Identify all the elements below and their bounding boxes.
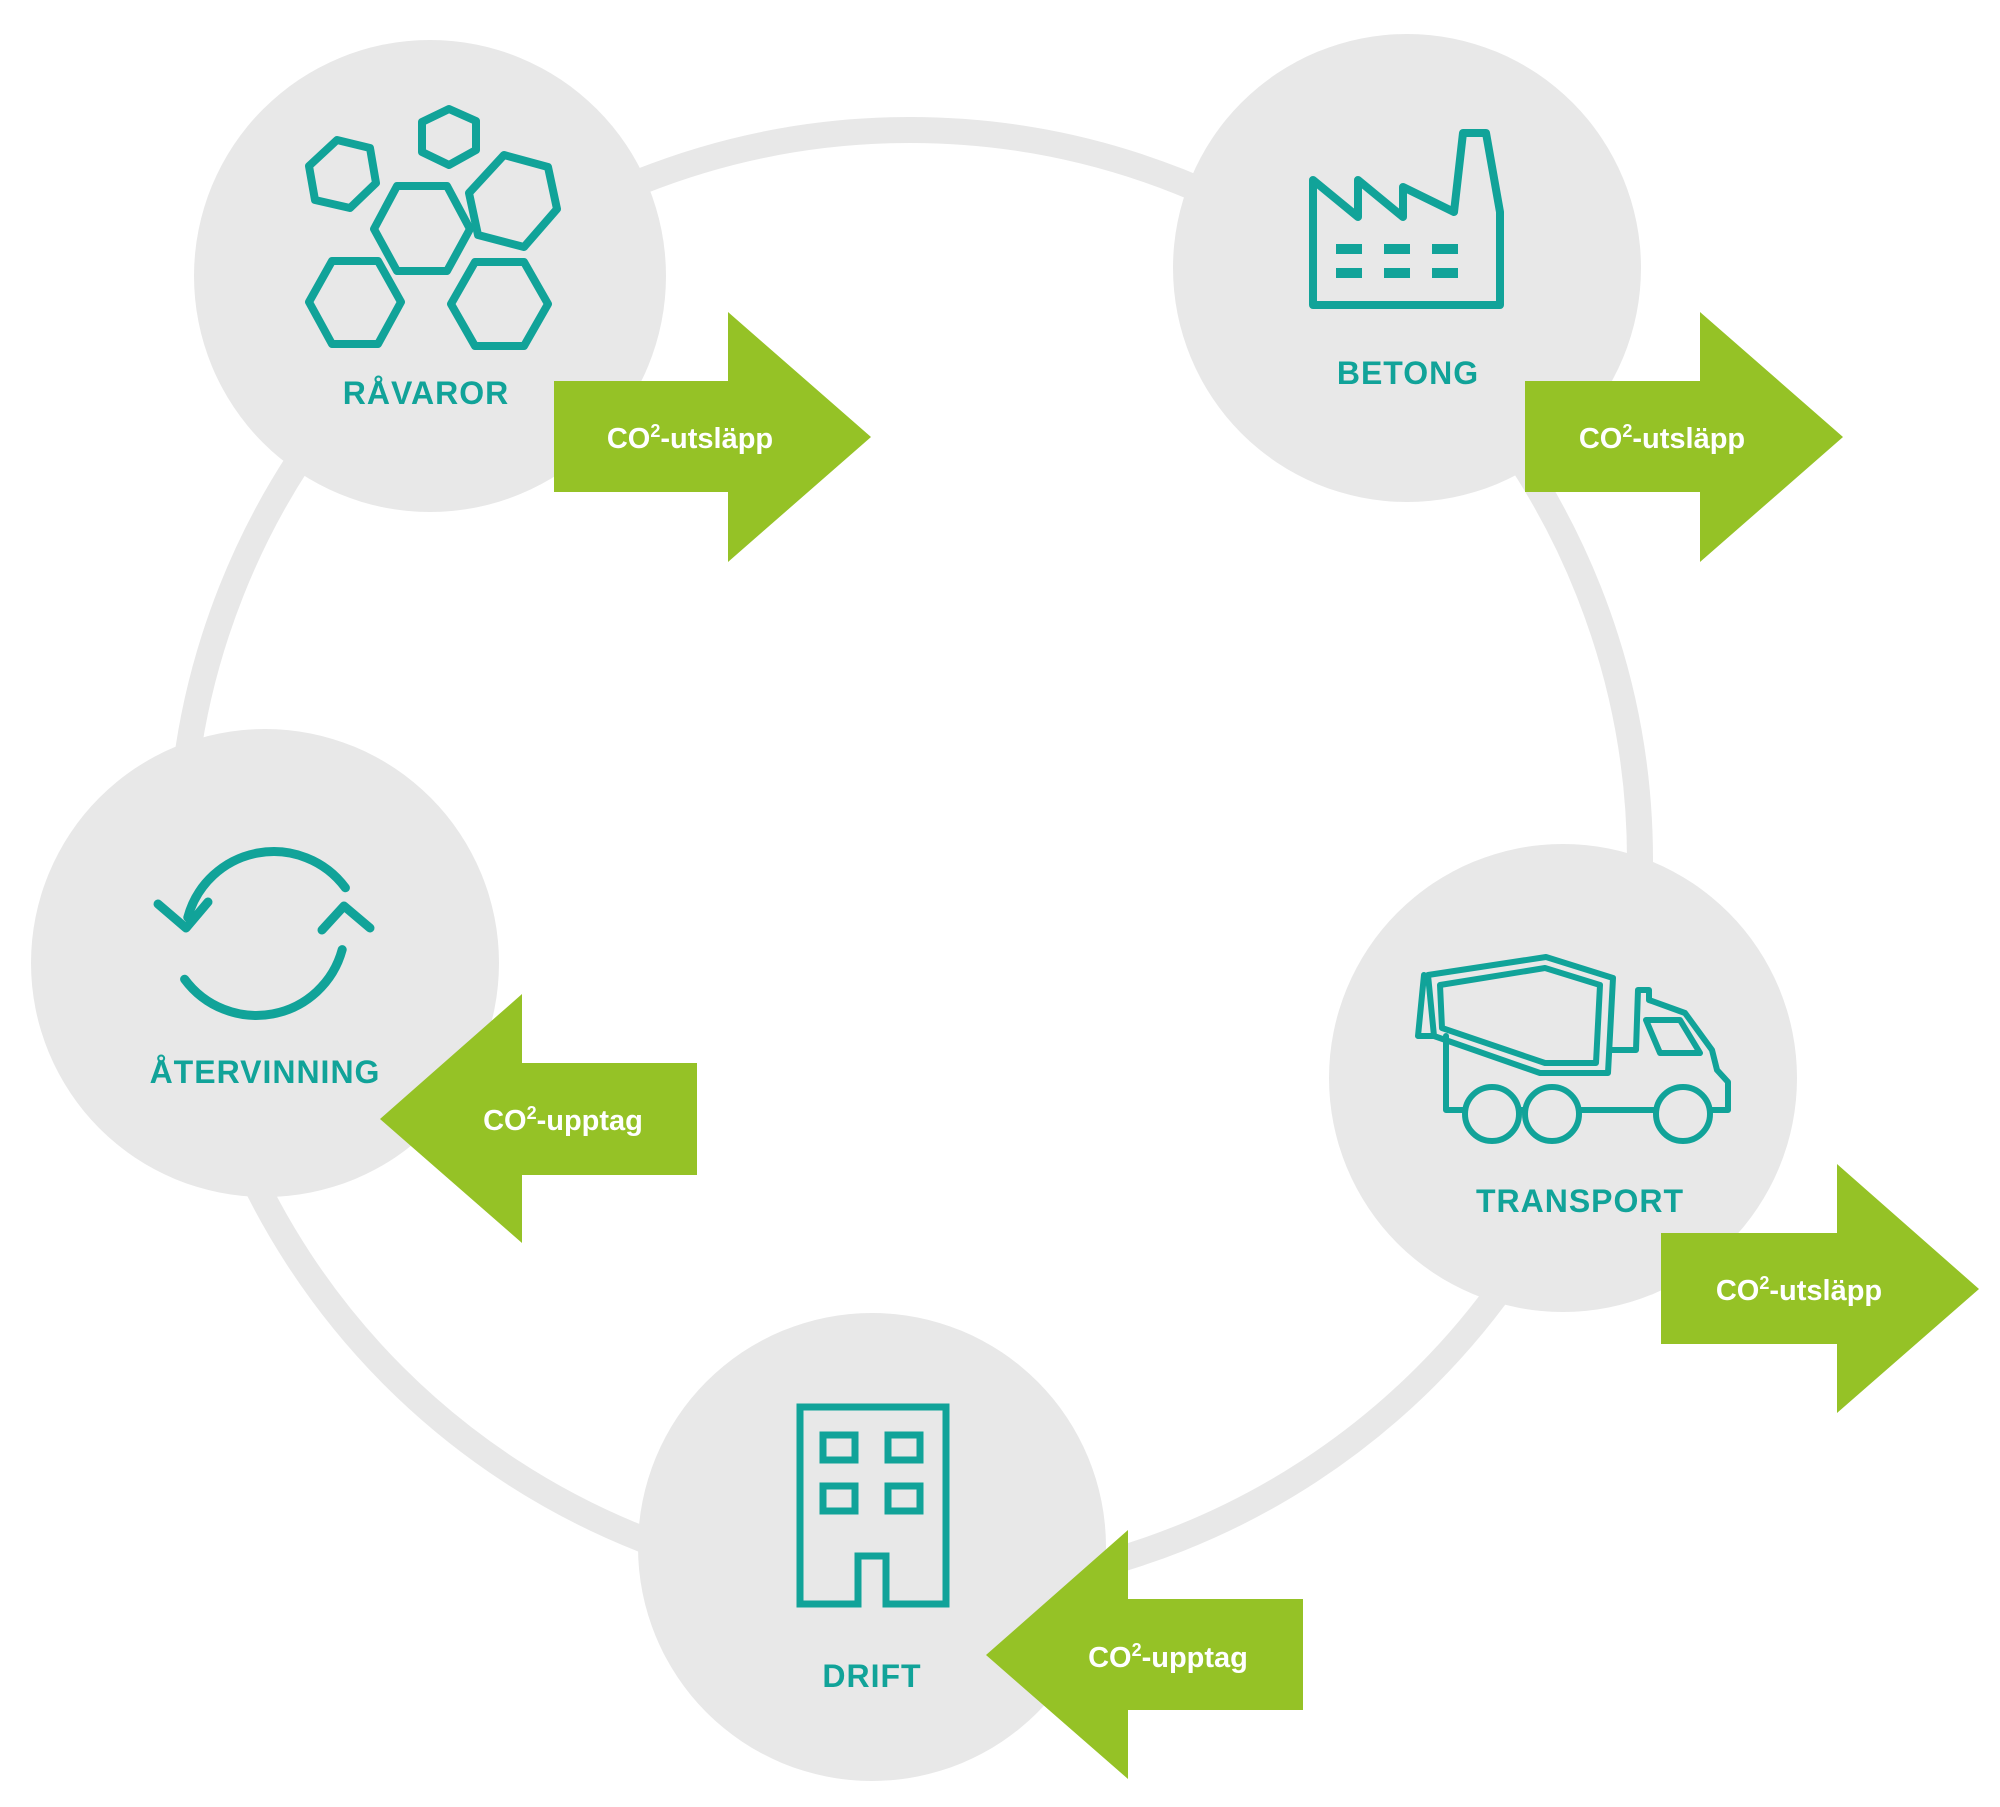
arrow-drift-upptag: CO2-upptag (986, 1530, 1303, 1779)
mixer-truck-icon (1415, 954, 1731, 1144)
arrow-atervinning-upptag-shape (380, 994, 697, 1243)
arrow-betong-utslapp-label: CO2-utsläpp (1579, 421, 1745, 455)
node-atervinning-circle (31, 729, 499, 1197)
factory-icon (1309, 129, 1504, 309)
arrow-ravaror-utslapp: CO2-utsläpp (554, 312, 871, 562)
arrow-drift-upptag-shape (986, 1530, 1303, 1779)
node-transport-circle (1329, 844, 1797, 1312)
arrow-atervinning-upptag-label: CO2-upptag (483, 1103, 643, 1137)
arrow-transport-utslapp-label: CO2-utsläpp (1716, 1273, 1882, 1307)
node-drift-label: DRIFT (822, 1658, 921, 1694)
arrow-betong-utslapp: CO2-utsläpp (1525, 312, 1843, 562)
arrow-drift-upptag-label: CO2-upptag (1088, 1640, 1248, 1674)
arrow-atervinning-upptag: CO2-upptag (380, 994, 697, 1243)
node-drift: DRIFT (638, 1313, 1106, 1781)
node-transport-label: TRANSPORT (1476, 1183, 1684, 1219)
node-ravaror-label: RÅVAROR (343, 375, 509, 411)
factory-windows (1336, 244, 1458, 278)
node-transport: TRANSPORT (1329, 844, 1797, 1312)
arrow-transport-utslapp-shape (1661, 1164, 1979, 1413)
arrow-ravaror-utslapp-label: CO2-utsläpp (607, 421, 773, 455)
arrow-transport-utslapp: CO2-utsläpp (1661, 1164, 1979, 1413)
node-betong-label: BETONG (1337, 355, 1479, 391)
arrow-ravaror-utslapp-shape (554, 312, 871, 562)
hexagons-icon (305, 105, 561, 350)
building-icon (796, 1403, 950, 1608)
arrow-betong-utslapp-shape (1525, 312, 1843, 562)
node-atervinning-label: ÅTERVINNING (150, 1054, 381, 1090)
node-betong: BETONG (1173, 34, 1641, 502)
node-drift-circle (638, 1313, 1106, 1781)
node-ravaror: RÅVAROR (194, 40, 666, 512)
node-atervinning: ÅTERVINNING (31, 729, 499, 1197)
recycle-arrows-icon (153, 847, 375, 1020)
